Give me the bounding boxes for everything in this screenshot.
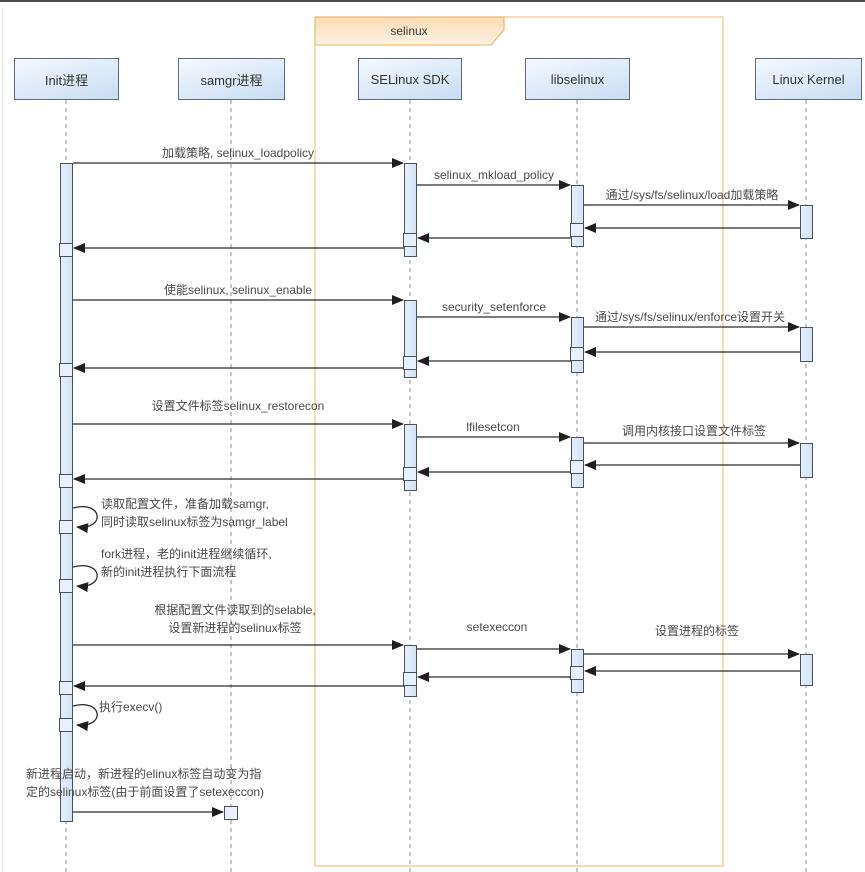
selinux-frame-label-tab <box>314 16 505 46</box>
label-read-config-1: 读取配置文件，准备加载samgr, <box>101 497 270 511</box>
label-selable-2: 设置新进程的selinux标签 <box>168 621 302 635</box>
label-setenforce: security_setenforce <box>441 300 547 314</box>
nested-activation-marker <box>59 363 73 377</box>
participant-libselinux: libselinux <box>525 58 630 100</box>
label-selable-1: 根据配置文件读取到的selable, <box>154 603 316 617</box>
label-execv: 执行execv() <box>99 700 163 714</box>
selinux-frame-label: selinux <box>390 24 428 38</box>
nested-activation-marker <box>403 672 417 686</box>
self-arrow-read-config <box>72 506 98 534</box>
activation-kernel-1 <box>800 205 813 239</box>
activation-kernel-2 <box>800 327 813 362</box>
activation-kernel-3 <box>800 443 813 478</box>
label-restorecon: 设置文件标签selinux_restorecon <box>151 399 325 413</box>
nested-activation-marker <box>570 460 584 474</box>
nested-activation-marker <box>59 579 73 593</box>
label-lfilesetcon: lfilesetcon <box>466 420 520 434</box>
label-fork-1: fork进程，老的init进程继续循环, <box>101 547 272 561</box>
participant-kernel: Linux Kernel <box>755 58 862 100</box>
participant-sdk: SELinux SDK <box>358 58 462 100</box>
nested-activation-marker <box>59 681 73 695</box>
diagram-left-border <box>2 8 3 872</box>
nested-activation-marker <box>59 718 73 732</box>
self-arrow-execv <box>72 704 98 732</box>
nested-activation-marker <box>59 474 73 488</box>
nested-activation-marker <box>59 520 73 534</box>
nested-activation-marker <box>403 356 417 370</box>
participant-init: Init进程 <box>14 58 119 100</box>
label-fork-2: 新的init进程执行下面流程 <box>101 565 237 579</box>
window-top-edge <box>0 0 865 2</box>
label-read-config-2: 同时读取selinux标签为samgr_label <box>101 515 288 529</box>
nested-activation-marker <box>570 666 584 680</box>
label-new-proc-1: 新进程启动，新进程的elinux标签自动变为指 <box>26 767 262 781</box>
label-load-policy: 加载策略, selinux_loadpolicy <box>161 146 315 160</box>
activation-kernel-4 <box>800 654 813 686</box>
label-new-proc-2: 定的selinux标签(由于前面设置了setexeccon) <box>26 785 265 799</box>
self-arrow-fork <box>72 565 98 593</box>
label-setexeccon: setexeccon <box>466 620 528 634</box>
nested-activation-marker-samgr <box>224 806 238 820</box>
label-sysfs-load: 通过/sys/fs/selinux/load加载策略 <box>605 188 779 202</box>
activation-init <box>60 163 73 822</box>
label-set-proc-label: 设置进程的标签 <box>654 624 740 638</box>
label-kernel-filelabel: 调用内核接口设置文件标签 <box>621 424 767 438</box>
nested-activation-marker <box>59 243 73 257</box>
nested-activation-marker <box>570 347 584 361</box>
nested-activation-marker <box>403 467 417 481</box>
label-sysfs-enforce: 通过/sys/fs/selinux/enforce设置开关 <box>594 310 786 324</box>
label-mkload-policy: selinux_mkload_policy <box>433 168 555 182</box>
nested-activation-marker <box>403 233 417 247</box>
participant-samgr: samgr进程 <box>178 58 285 100</box>
selinux-frame <box>314 16 724 867</box>
label-enable: 使能selinux, selinux_enable <box>163 283 313 297</box>
nested-activation-marker <box>570 223 584 237</box>
